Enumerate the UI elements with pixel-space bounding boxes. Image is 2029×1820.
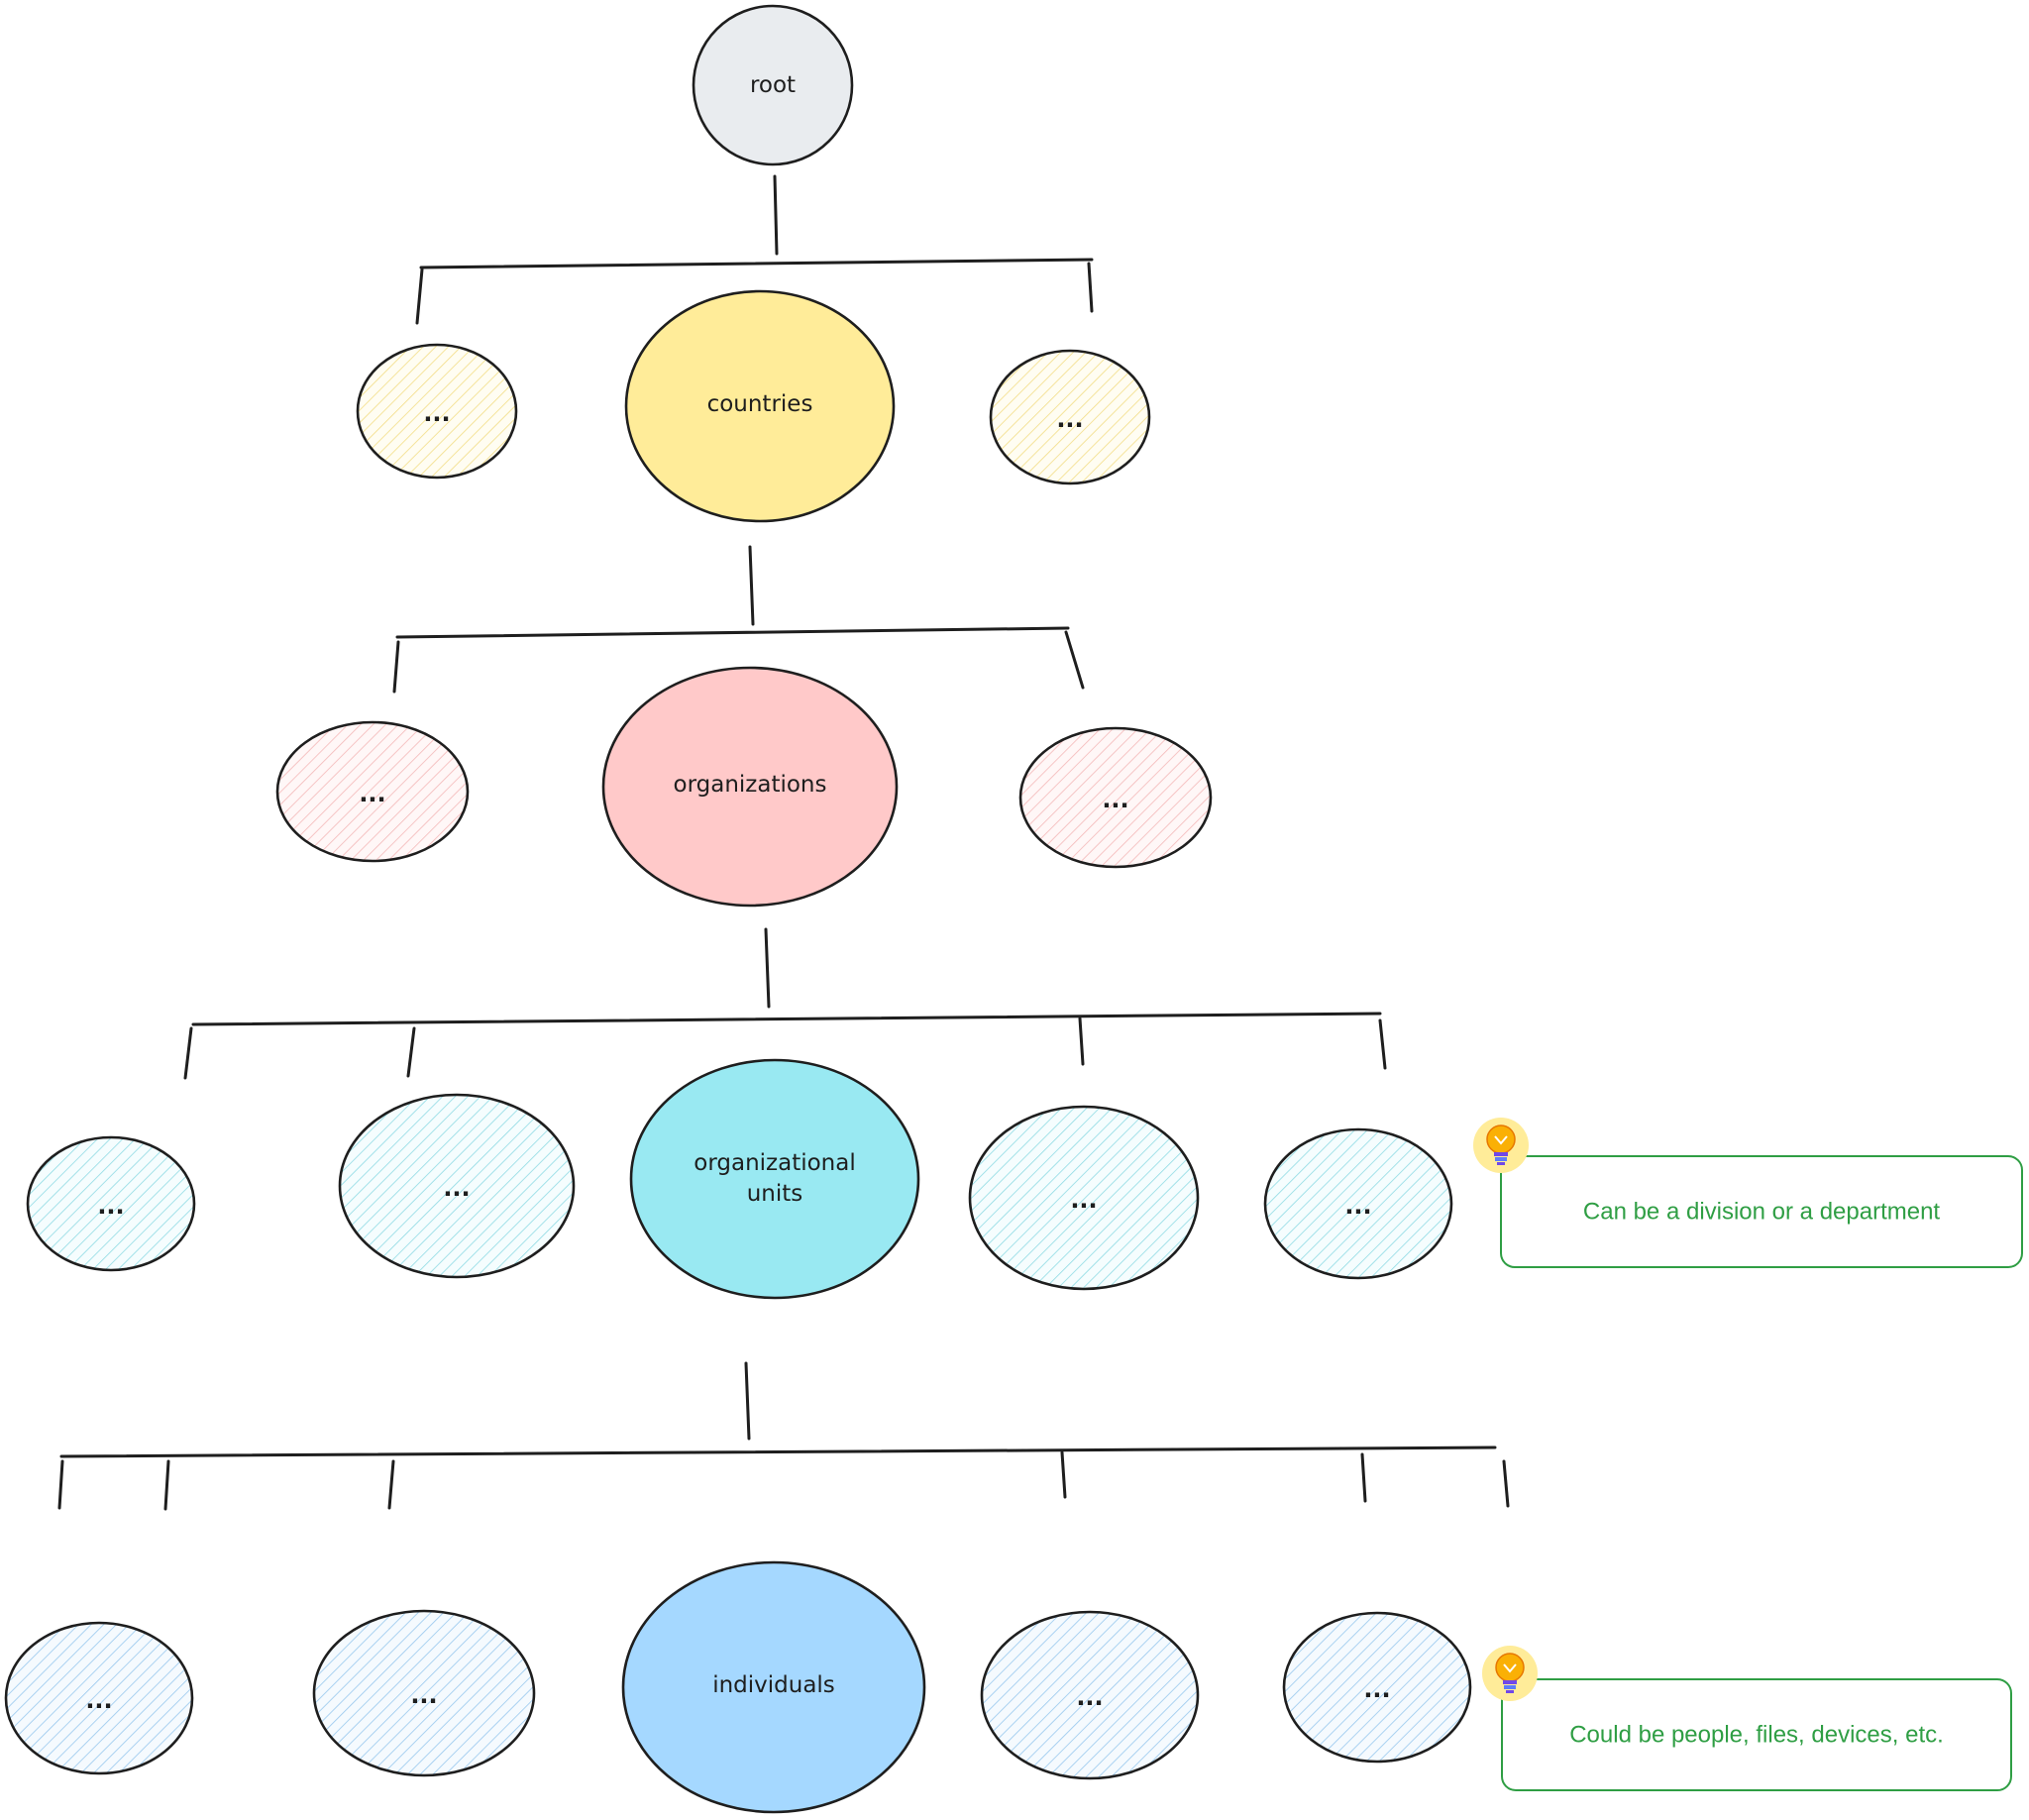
placeholder-label: ... [1344,1192,1371,1220]
node-placeholder-orgunits-3: ... [968,1105,1200,1291]
placeholder-label: ... [359,780,385,807]
node-placeholder-individuals-3: ... [980,1610,1200,1780]
placeholder-label: ... [85,1686,112,1714]
node-placeholder-orgunits-4: ... [1263,1127,1453,1280]
placeholder-label: ... [1076,1683,1103,1711]
node-countries: countries [624,289,896,523]
node-placeholder-orgunits-2: ... [338,1093,576,1279]
node-placeholder-individuals-4: ... [1282,1611,1472,1764]
lightbulb-icon [1482,1646,1538,1701]
node-placeholder-organizations-right: ... [1018,726,1213,869]
node-placeholder-countries-left: ... [356,343,518,480]
connector-orgunits-individuals [57,1361,1510,1511]
note-individuals-text: Could be people, files, devices, etc. [1569,1722,1944,1749]
placeholder-label: ... [1102,786,1128,813]
node-placeholder-organizations-left: ... [275,720,470,863]
placeholder-label: ... [423,399,450,427]
note-orgunits-text: Can be a division or a department [1583,1199,1941,1226]
node-root-label: root [750,72,796,98]
node-countries-label: countries [707,391,813,417]
placeholder-label: ... [1056,405,1083,433]
placeholder-label: ... [1363,1675,1390,1703]
node-placeholder-countries-right: ... [989,349,1151,485]
note-individuals: Could be people, files, devices, etc. [1482,1646,2012,1791]
connector-organizations-orgunits [183,927,1387,1080]
node-organizational-units: organizational units [629,1058,920,1300]
note-orgunits: Can be a division or a department [1473,1118,2023,1268]
node-organizations: organizations [601,666,899,908]
node-individuals-label: individuals [712,1672,835,1698]
placeholder-label: ... [1070,1186,1097,1214]
connector-root-countries [415,174,1094,325]
lightbulb-icon [1473,1118,1529,1173]
node-organizations-label: organizations [674,772,827,798]
node-orgunits-label-line1: organizational [694,1150,856,1176]
placeholder-label: ... [443,1174,470,1202]
node-placeholder-orgunits-1: ... [26,1135,196,1272]
node-root: root [692,4,854,166]
node-individuals: individuals [621,1560,926,1814]
node-placeholder-individuals-2: ... [312,1609,536,1777]
node-orgunits-label-line2: units [747,1181,803,1207]
placeholder-label: ... [97,1192,124,1220]
placeholder-label: ... [410,1681,437,1709]
node-placeholder-individuals-1: ... [4,1621,194,1775]
connector-countries-organizations [392,545,1085,694]
